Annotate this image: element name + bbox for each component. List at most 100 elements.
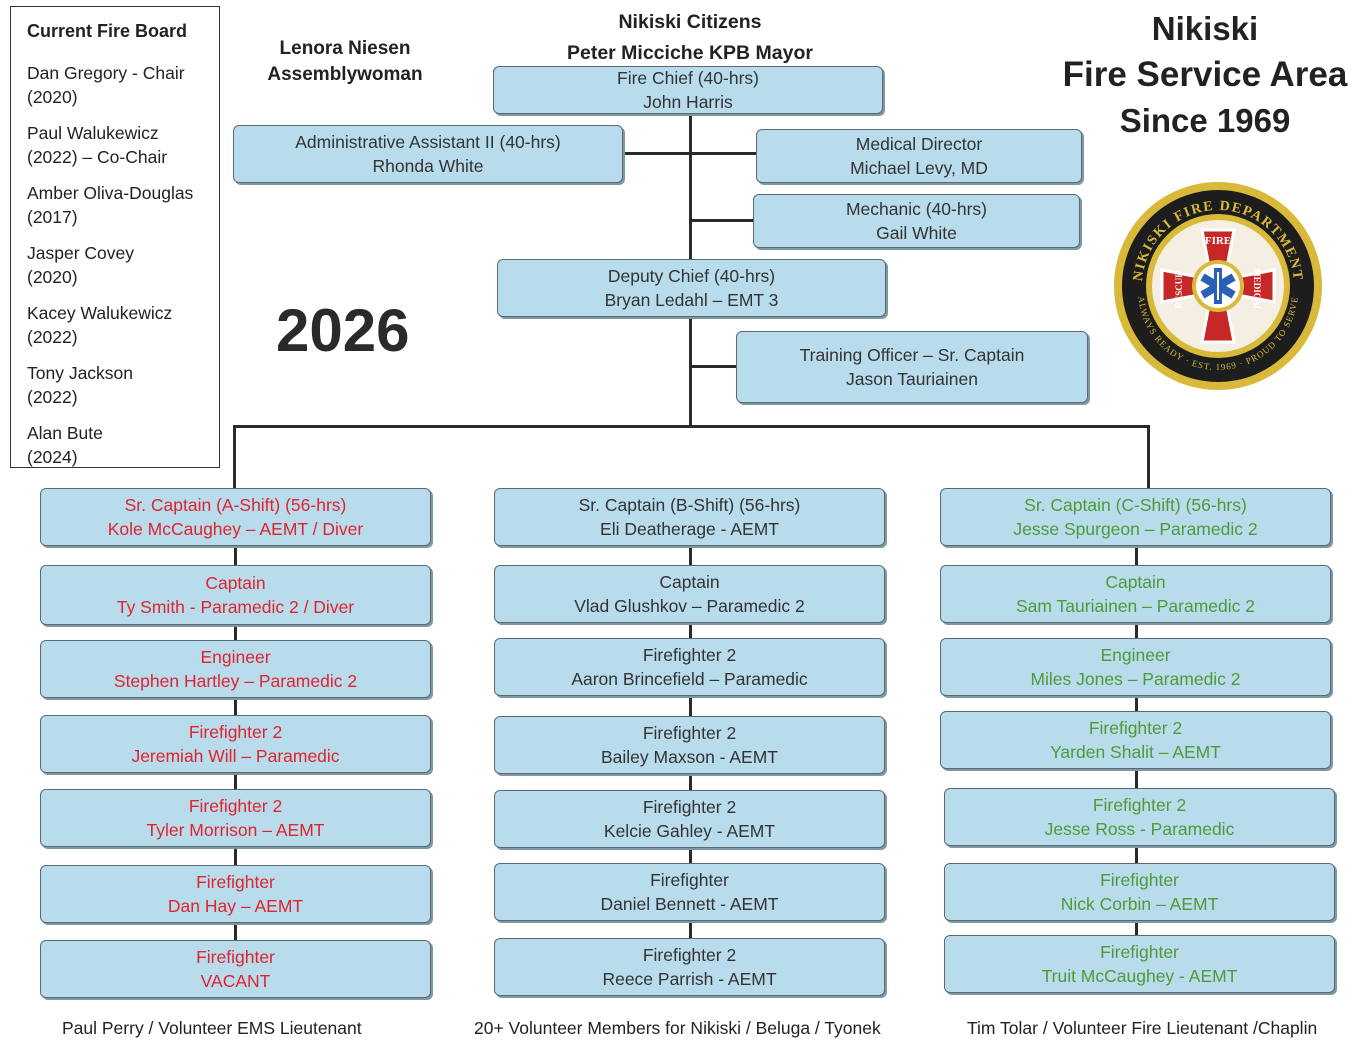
b-shift-member: Firefighter 2 Kelcie Gahley - AEMT [494, 790, 885, 848]
shift-branch-line [233, 425, 1150, 428]
board-member-name: Alan Bute [27, 423, 103, 443]
year-label: 2026 [276, 297, 410, 364]
b-shift-member: Firefighter Daniel Bennett - AEMT [494, 863, 885, 921]
mechanic-line [690, 219, 754, 222]
board-member-detail: (2022) [27, 387, 78, 407]
assembly-name: Lenora Niesen [279, 38, 411, 59]
member-role: Firefighter [196, 947, 275, 967]
c-shift-member: Firefighter Nick Corbin – AEMT [944, 863, 1335, 921]
member-name: Stephen Hartley – Paramedic 2 [113, 671, 358, 691]
board-member: Alan Bute (2024) [27, 421, 103, 469]
member-name: Truit McCaughey - AEMT [1041, 966, 1238, 986]
member-role: Firefighter 2 [642, 945, 737, 965]
member-name: Vlad Glushkov – Paramedic 2 [574, 596, 805, 616]
member-name: Eli Deatherage - AEMT [600, 519, 779, 539]
header-line3: Since 1969 [1119, 102, 1291, 139]
training-officer-box: Training Officer – Sr. Captain Jason Tau… [736, 331, 1088, 403]
a-shift-member: Firefighter VACANT [40, 940, 431, 998]
b-shift-member: Sr. Captain (B-Shift) (56-hrs) Eli Death… [494, 488, 885, 546]
fire-department-seal-icon: NIKISKI FIRE DEPARTMENT ALWAYS READY · E… [1114, 182, 1322, 390]
fire-board-title: Current Fire Board [27, 21, 188, 41]
admin-medical-line [622, 152, 757, 155]
member-name: Yarden Shalit – AEMT [1050, 742, 1221, 762]
board-member: Tony Jackson (2022) [27, 361, 133, 409]
a-shift-member: Firefighter 2 Tyler Morrison – AEMT [40, 789, 431, 847]
header-line1: Nikiski [1151, 10, 1259, 47]
member-name: Miles Jones – Paramedic 2 [1030, 669, 1241, 689]
c-shift-member: Firefighter 2 Yarden Shalit – AEMT [940, 711, 1331, 769]
member-name: Ty Smith - Paramedic 2 / Diver [116, 597, 355, 617]
mechanic-name: Gail White [876, 223, 957, 243]
board-member: Jasper Covey (2020) [27, 241, 134, 289]
member-role: Firefighter [650, 870, 729, 890]
member-name: Aaron Brincefield – Paramedic [571, 669, 808, 689]
citizens-label: Nikiski Citizens Peter Micciche KPB Mayo… [520, 7, 860, 69]
member-name: Nick Corbin – AEMT [1060, 894, 1219, 914]
seal-word-medical: MEDICAL [1252, 268, 1262, 312]
medical-director-role: Medical Director [855, 134, 983, 154]
training-line [690, 365, 736, 368]
member-name: Dan Hay – AEMT [167, 896, 304, 916]
board-member: Kacey Walukewicz (2022) [27, 301, 172, 349]
board-member-detail: (2022) – Co-Chair [27, 147, 168, 167]
member-role: Captain [205, 573, 266, 593]
board-member-detail: (2022) [27, 327, 78, 347]
member-role: Captain [659, 572, 720, 592]
training-officer-name: Jason Tauriainen [846, 369, 978, 389]
member-role: Sr. Captain (C-Shift) (56-hrs) [1024, 495, 1247, 515]
c-shift-footer: Tim Tolar / Volunteer Fire Lieutenant /C… [967, 1018, 1318, 1038]
assembly-title: Assemblywoman [267, 64, 423, 85]
member-name: Daniel Bennett - AEMT [600, 894, 779, 914]
mechanic-box: Mechanic (40-hrs) Gail White [753, 194, 1080, 248]
a-shift-member: Engineer Stephen Hartley – Paramedic 2 [40, 640, 431, 698]
member-role: Firefighter 2 [642, 723, 737, 743]
member-role: Captain [1105, 572, 1166, 592]
b-shift-member: Firefighter 2 Aaron Brincefield – Parame… [494, 638, 885, 696]
fire-chief-name: John Harris [643, 92, 733, 112]
board-member-name: Kacey Walukewicz [27, 303, 173, 323]
c-shift-member: Engineer Miles Jones – Paramedic 2 [940, 638, 1331, 696]
board-member-name: Dan Gregory - Chair [27, 63, 185, 83]
header-line2: Fire Service Area [1062, 55, 1348, 94]
admin-assistant-name: Rhonda White [372, 156, 484, 176]
deputy-chief-box: Deputy Chief (40-hrs) Bryan Ledahl – EMT… [497, 259, 886, 317]
member-role: Sr. Captain (B-Shift) (56-hrs) [578, 495, 801, 515]
deputy-chief-role: Deputy Chief (40-hrs) [607, 266, 776, 286]
member-name: Jesse Ross - Paramedic [1044, 819, 1235, 839]
board-member-name: Paul Walukewicz [27, 123, 159, 143]
a-shift-footer: Paul Perry / Volunteer EMS Lieutenant [62, 1018, 362, 1038]
member-name: Jeremiah Will – Paramedic [131, 746, 340, 766]
member-role: Engineer [1100, 645, 1171, 665]
b-shift-member: Firefighter 2 Reece Parrish - AEMT [494, 938, 885, 996]
b-shift-footer: 20+ Volunteer Members for Nikiski / Belu… [474, 1018, 881, 1038]
seal-word-rescue: RESCUE [1174, 272, 1184, 309]
admin-assistant-role: Administrative Assistant II (40-hrs) [295, 132, 561, 152]
c-shift-drop-line [1147, 425, 1150, 488]
member-role: Sr. Captain (A-Shift) (56-hrs) [124, 495, 347, 515]
a-shift-member: Sr. Captain (A-Shift) (56-hrs) Kole McCa… [40, 488, 431, 546]
fire-chief-role: Fire Chief (40-hrs) [617, 68, 759, 88]
a-shift-member: Firefighter 2 Jeremiah Will – Paramedic [40, 715, 431, 773]
board-member-name: Tony Jackson [27, 363, 134, 383]
mayor-title: Peter Micciche KPB Mayor [566, 42, 813, 64]
member-role: Firefighter 2 [188, 796, 283, 816]
page-header: Nikiski Fire Service Area Since 1969 [1050, 6, 1360, 144]
member-name: Tyler Morrison – AEMT [146, 820, 325, 840]
member-name: Sam Tauriainen – Paramedic 2 [1016, 596, 1255, 616]
member-name: Reece Parrish - AEMT [602, 969, 777, 989]
member-role: Firefighter 2 [1092, 795, 1187, 815]
board-member-detail: (2024) [27, 447, 78, 467]
board-member-detail: (2020) [27, 267, 78, 287]
board-member-name: Jasper Covey [27, 243, 134, 263]
member-role: Firefighter [1100, 870, 1179, 890]
citizens-title: Nikiski Citizens [618, 11, 762, 33]
member-role: Firefighter 2 [1088, 718, 1183, 738]
member-name: Kelcie Gahley - AEMT [603, 821, 776, 841]
a-shift-member: Captain Ty Smith - Paramedic 2 / Diver [40, 565, 431, 625]
c-shift-member: Captain Sam Tauriainen – Paramedic 2 [940, 565, 1331, 623]
c-shift-member: Firefighter 2 Jesse Ross - Paramedic [944, 788, 1335, 846]
a-shift-drop-line [233, 425, 236, 488]
c-shift-member: Sr. Captain (C-Shift) (56-hrs) Jesse Spu… [940, 488, 1331, 546]
member-role: Firefighter 2 [188, 722, 283, 742]
mechanic-role: Mechanic (40-hrs) [845, 199, 988, 219]
